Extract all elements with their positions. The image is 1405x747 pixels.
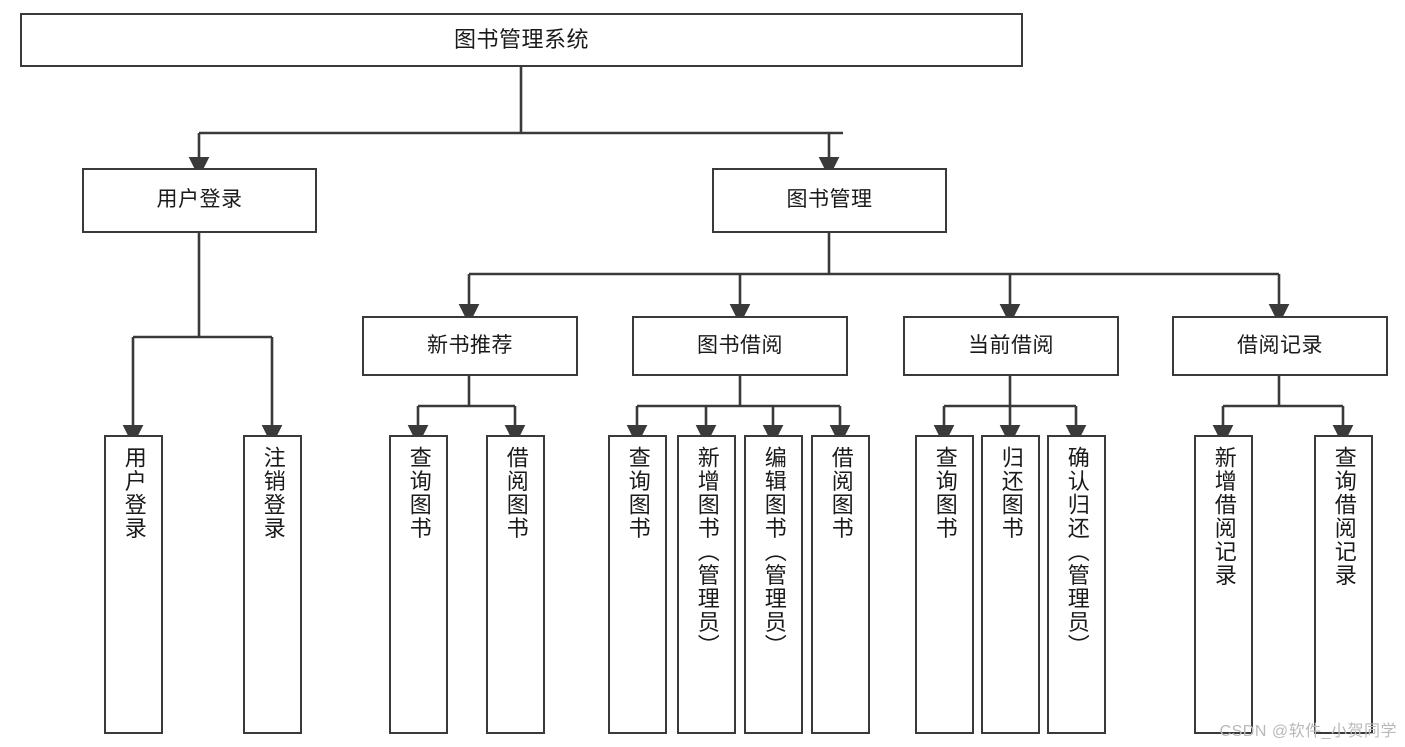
node-label: 新增借阅记录 (1211, 446, 1237, 587)
node-leaf-edit-book[interactable]: 编辑图书（管理员） (744, 435, 803, 734)
node-leaf-borrow-book-1[interactable]: 借阅图书 (486, 435, 545, 734)
node-label: 注销登录 (260, 446, 286, 540)
node-leaf-return-book[interactable]: 归还图书 (981, 435, 1040, 734)
node-user-login[interactable]: 用户登录 (82, 168, 317, 233)
node-leaf-logout-login[interactable]: 注销登录 (243, 435, 302, 734)
node-leaf-query-borrow-record[interactable]: 查询借阅记录 (1314, 435, 1373, 734)
node-leaf-user-login[interactable]: 用户登录 (104, 435, 163, 734)
node-current-borrow[interactable]: 当前借阅 (903, 316, 1119, 376)
node-label: 借阅记录 (1237, 333, 1323, 357)
node-leaf-confirm-return[interactable]: 确认归还（管理员） (1047, 435, 1106, 734)
node-leaf-add-book[interactable]: 新增图书（管理员） (677, 435, 736, 734)
node-leaf-query-book-1[interactable]: 查询图书 (389, 435, 448, 734)
node-label: 查询借阅记录 (1331, 446, 1357, 587)
node-label: 借阅图书 (828, 446, 854, 540)
node-label: 归还图书 (998, 446, 1024, 540)
node-leaf-add-borrow-record[interactable]: 新增借阅记录 (1194, 435, 1253, 734)
node-label: 查询图书 (406, 446, 432, 540)
node-book-borrow[interactable]: 图书借阅 (632, 316, 848, 376)
node-label: 查询图书 (932, 446, 958, 540)
node-label: 新增图书（管理员） (694, 446, 720, 658)
node-leaf-borrow-book-2[interactable]: 借阅图书 (811, 435, 870, 734)
node-label: 借阅图书 (503, 446, 529, 540)
node-label: 图书借阅 (697, 333, 783, 357)
node-leaf-query-book-2[interactable]: 查询图书 (608, 435, 667, 734)
node-label: 用户登录 (156, 188, 243, 212)
node-label: 用户登录 (121, 446, 147, 540)
watermark: CSDN @软件_小贺同学 (1219, 723, 1397, 740)
node-label: 确认归还（管理员） (1064, 446, 1090, 658)
node-label: 新书推荐 (427, 333, 513, 357)
node-label: 图书管理 (786, 188, 873, 212)
node-book-manage[interactable]: 图书管理 (712, 168, 947, 233)
node-label: 图书管理系统 (453, 27, 589, 53)
node-new-book-recommend[interactable]: 新书推荐 (362, 316, 578, 376)
node-borrow-record[interactable]: 借阅记录 (1172, 316, 1388, 376)
node-label: 查询图书 (625, 446, 651, 540)
node-root-book-management-system[interactable]: 图书管理系统 (20, 13, 1023, 67)
node-label: 当前借阅 (968, 333, 1054, 357)
node-leaf-query-book-3[interactable]: 查询图书 (915, 435, 974, 734)
node-label: 编辑图书（管理员） (761, 446, 787, 658)
